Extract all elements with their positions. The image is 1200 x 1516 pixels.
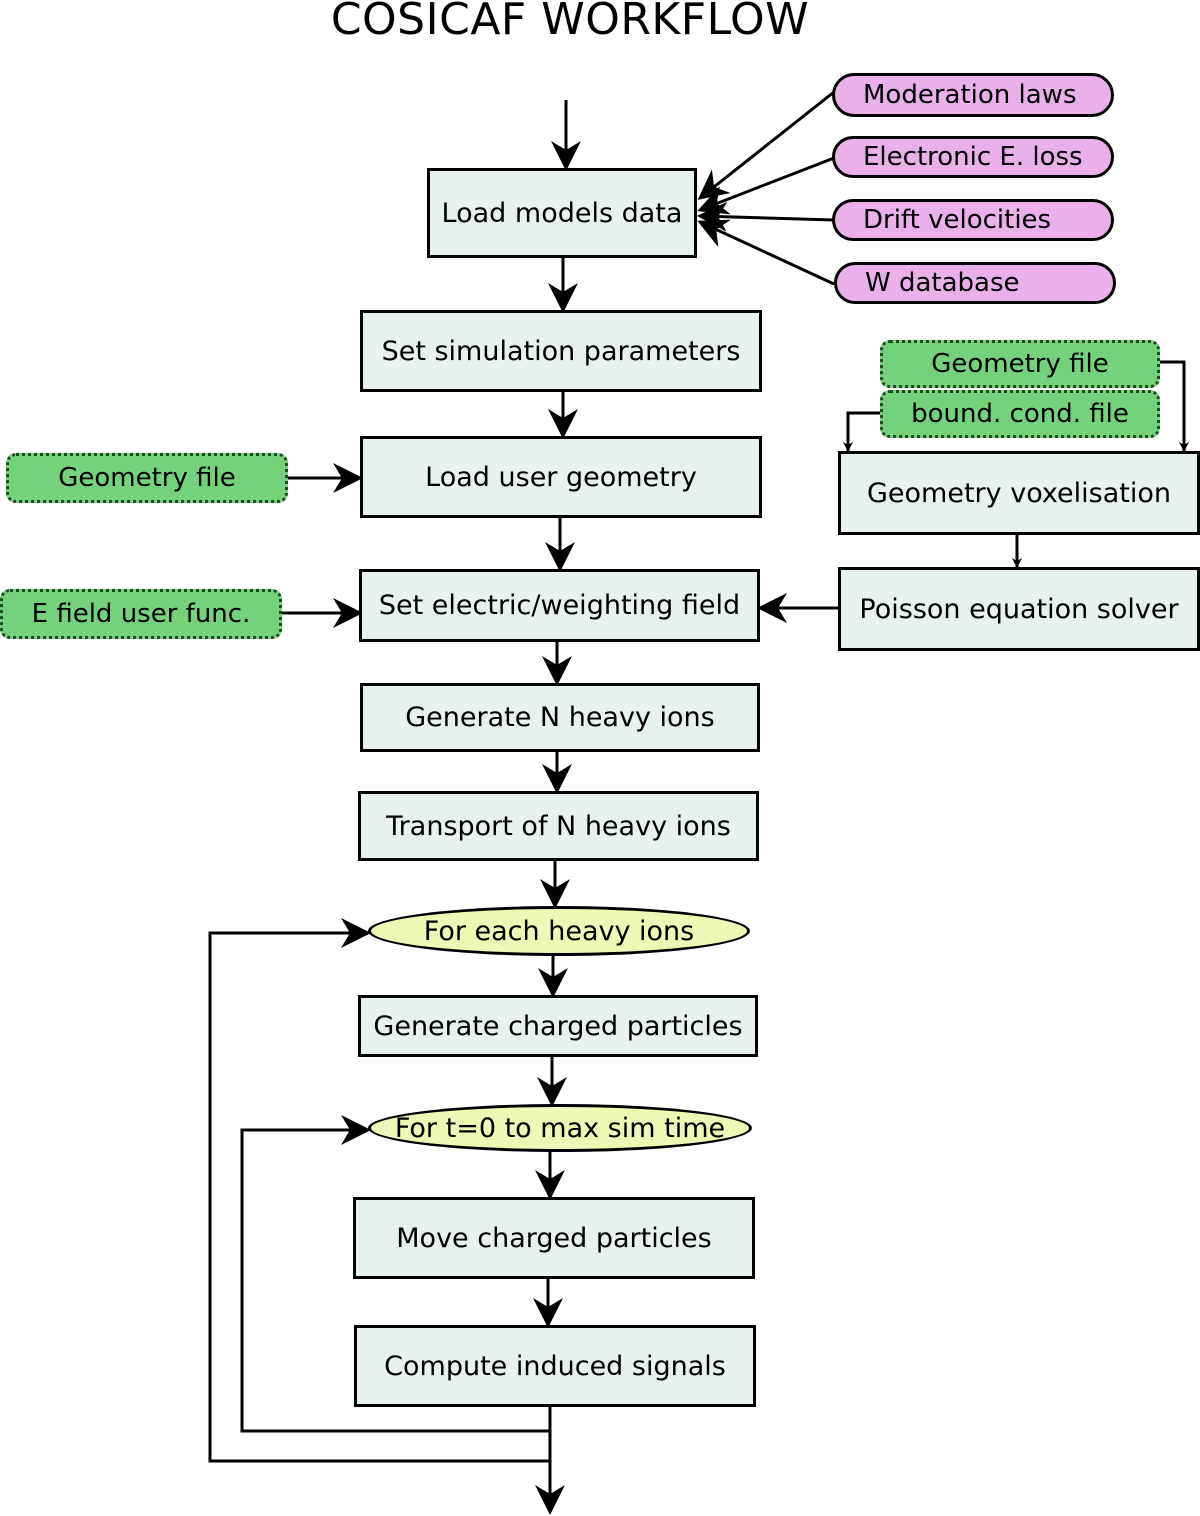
arrow-drift <box>697 201 835 232</box>
arrow-wdb <box>697 219 835 286</box>
input-geometry-file-left: Geometry file <box>6 453 288 503</box>
step-set-electric-weighting-field: Set electric/weighting field <box>359 569 760 642</box>
step-move-charged-particles: Move charged particles <box>353 1197 755 1279</box>
step-load-user-geometry: Load user geometry <box>360 436 762 518</box>
input-bound-cond-file: bound. cond. file <box>880 390 1160 438</box>
loop-each-heavy-ion: For each heavy ions <box>368 906 750 956</box>
input-electronic-e-loss: Electronic E. loss <box>832 136 1114 178</box>
loop-back-time <box>240 1115 550 1433</box>
arrow-bound-to-vox <box>843 411 880 452</box>
step-poisson-equation-solver: Poisson equation solver <box>838 567 1200 651</box>
step-transport-heavy-ions: Transport of N heavy ions <box>358 791 759 861</box>
arrow-moderation <box>697 90 835 200</box>
step-geometry-voxelisation: Geometry voxelisation <box>838 451 1200 535</box>
loop-time: For t=0 to max sim time <box>368 1104 752 1152</box>
input-moderation-laws: Moderation laws <box>832 73 1114 117</box>
loop-back-ions <box>208 918 550 1463</box>
arrow-geomfile-to-vox <box>1160 360 1189 452</box>
input-e-field-user-func: E field user func. <box>0 589 282 639</box>
step-compute-induced-signals: Compute induced signals <box>354 1325 756 1407</box>
diagram-title: COSICAF WORKFLOW <box>330 0 810 45</box>
step-generate-heavy-ions: Generate N heavy ions <box>360 683 760 752</box>
step-generate-charged-particles: Generate charged particles <box>358 995 758 1057</box>
step-load-models-data: Load models data <box>427 168 697 258</box>
input-w-database: W database <box>834 262 1116 304</box>
arrow-eloss <box>697 156 835 215</box>
input-geometry-file-right: Geometry file <box>880 340 1160 388</box>
step-set-simulation-parameters: Set simulation parameters <box>360 310 762 392</box>
input-drift-velocities: Drift velocities <box>832 199 1114 241</box>
